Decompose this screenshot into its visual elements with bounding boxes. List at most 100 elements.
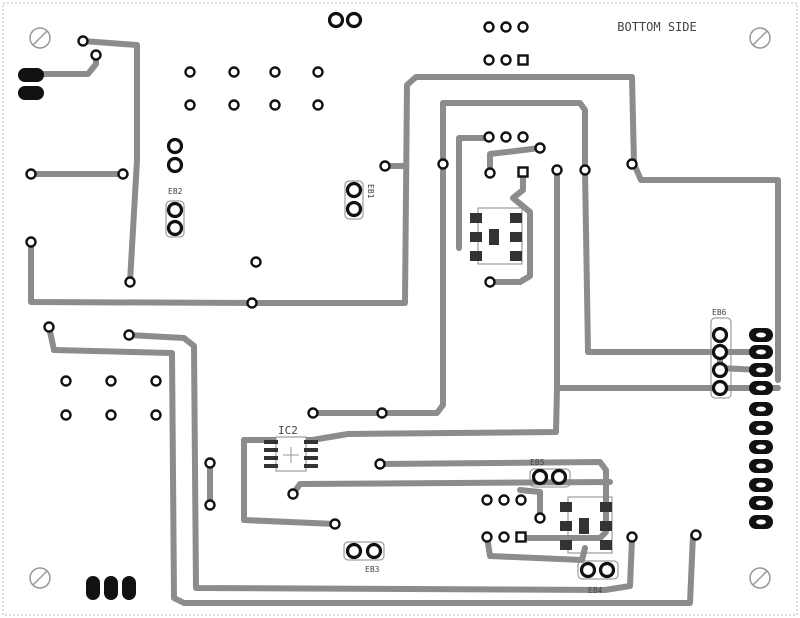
trace <box>484 534 588 563</box>
via-pad <box>626 531 638 543</box>
via-pad <box>500 131 512 143</box>
eb1-label: EB1 <box>366 184 375 199</box>
trace <box>487 145 543 176</box>
oblong-pad <box>18 86 44 100</box>
trace <box>28 74 781 383</box>
via-pad <box>483 131 495 143</box>
via-pad <box>365 542 383 560</box>
via-pad <box>228 99 240 111</box>
eb2-outline <box>165 200 185 238</box>
pad-hole <box>756 385 766 391</box>
trace <box>456 135 492 251</box>
via-pad <box>312 99 324 111</box>
via-pad <box>60 375 72 387</box>
via-pad <box>626 158 638 170</box>
pad-hole <box>756 332 766 338</box>
via-pad <box>150 409 162 421</box>
eb3-label: EB3 <box>365 565 380 574</box>
via-pad <box>204 499 216 511</box>
square-pad <box>517 54 529 66</box>
mounting-hole-icon <box>29 27 51 49</box>
eb6-outline <box>710 317 732 399</box>
trace <box>377 459 609 541</box>
eb5-label: EB5 <box>530 458 545 467</box>
mounting-hole-icon <box>749 27 771 49</box>
eb3-outline <box>343 541 385 561</box>
via-pad <box>25 168 37 180</box>
oblong-pad <box>122 576 136 600</box>
components <box>165 180 732 580</box>
via-pad <box>105 375 117 387</box>
via-pad <box>374 458 386 470</box>
mounting-hole-icon <box>29 567 51 589</box>
pad-hole <box>756 482 766 488</box>
right-connector-pads <box>749 328 773 529</box>
via-pad <box>517 131 529 143</box>
via-pad <box>345 200 363 218</box>
via-pad <box>25 236 37 248</box>
oblong-pad <box>86 576 100 600</box>
via-pad <box>123 329 135 341</box>
via-pad <box>579 164 591 176</box>
trace <box>517 487 543 521</box>
mounting-hole-icon <box>749 567 771 589</box>
via-pad <box>77 35 89 47</box>
smd-ic-lower <box>560 496 613 554</box>
via-pad <box>517 21 529 33</box>
via-pad <box>166 201 184 219</box>
trace <box>241 437 338 527</box>
via-pad <box>312 66 324 78</box>
trace <box>310 100 763 416</box>
smd-ic-upper <box>470 207 523 265</box>
via-pad <box>269 99 281 111</box>
via-pad <box>484 167 496 179</box>
pad-hole <box>756 444 766 450</box>
pad-hole <box>756 406 766 412</box>
traces <box>27 38 781 606</box>
pad-hole <box>756 349 766 355</box>
pad-hole <box>756 519 766 525</box>
ic2-package <box>264 436 318 472</box>
eb2-label: EB2 <box>168 187 183 196</box>
trace <box>487 169 533 285</box>
via-pad <box>498 494 510 506</box>
eb6-label: EB6 <box>712 308 727 317</box>
via-pad <box>90 49 102 61</box>
via-pad <box>690 529 702 541</box>
via-pad <box>598 561 616 579</box>
via-pad <box>579 561 597 579</box>
pad-hole <box>756 425 766 431</box>
via-pad <box>550 468 568 486</box>
via-pad <box>60 409 72 421</box>
via-pad <box>250 256 262 268</box>
via-pad <box>228 66 240 78</box>
via-pad <box>379 160 391 172</box>
trace <box>554 167 781 391</box>
square-pad <box>515 531 527 543</box>
via-pad <box>246 297 258 309</box>
trace <box>80 38 140 285</box>
via-pad <box>287 488 299 500</box>
via-pad <box>345 181 363 199</box>
via-pad <box>551 164 563 176</box>
via-pad <box>307 407 319 419</box>
eb5-outline <box>529 468 571 488</box>
via-pad <box>345 542 363 560</box>
via-pad <box>150 375 162 387</box>
via-pad <box>483 54 495 66</box>
via-pad <box>711 326 729 344</box>
via-pad <box>166 137 184 155</box>
via-pad <box>483 21 495 33</box>
pad-hole <box>756 500 766 506</box>
via-pad <box>481 531 493 543</box>
via-pad <box>345 11 363 29</box>
via-pad <box>376 407 388 419</box>
via-pad <box>711 343 729 361</box>
via-pad <box>327 11 345 29</box>
via-pad <box>500 21 512 33</box>
via-pad <box>534 142 546 154</box>
via-pad <box>498 531 510 543</box>
via-pad <box>184 99 196 111</box>
